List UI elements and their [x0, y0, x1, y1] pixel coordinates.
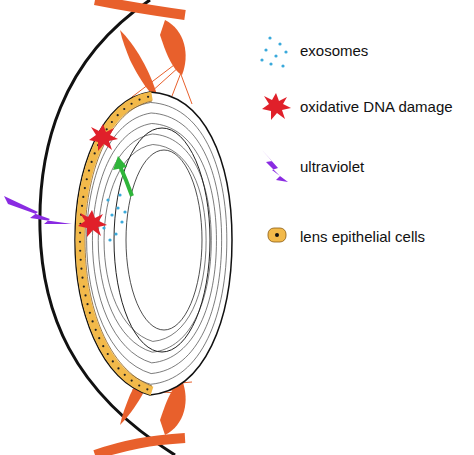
epithelial-nucleus	[91, 320, 93, 322]
epithelial-nucleus	[112, 360, 114, 362]
epithelial-nucleus	[147, 96, 149, 98]
epithelial-nucleus	[84, 294, 86, 296]
epithelial-layer	[80, 96, 152, 391]
legend-uv-symbol	[262, 150, 288, 182]
epithelial-nucleus	[111, 121, 113, 123]
epithelial-nucleus	[86, 178, 88, 180]
guide-path	[80, 96, 152, 391]
epithelial-nucleus	[94, 152, 96, 154]
epithelial-nucleus	[131, 380, 133, 382]
epithelial-nucleus	[81, 205, 83, 207]
dna-damage-star	[89, 124, 118, 151]
epithelial-nucleus	[117, 114, 119, 116]
epithelial-nucleus	[80, 268, 82, 270]
epithelial-nucleus	[79, 232, 81, 234]
lens	[75, 92, 232, 395]
legend-item: lens epithelial cells	[300, 228, 425, 246]
sclera-band	[95, 438, 185, 455]
legend-item: exosomes	[300, 42, 368, 60]
epithelial-layer-edge	[85, 101, 152, 386]
epithelial-nucleus	[80, 259, 82, 261]
legend-item: oxidative DNA damage	[300, 98, 453, 116]
dna-damage-star	[78, 210, 107, 237]
epithelial-nucleus	[82, 196, 84, 198]
iris	[120, 30, 158, 98]
lens-nucleus	[126, 150, 202, 330]
epithelial-nucleus	[89, 312, 91, 314]
transfer-arrowhead	[113, 156, 127, 170]
epithelial-nucleus	[79, 241, 81, 243]
epithelial-nucleus	[106, 128, 108, 130]
legend-damage-symbol	[262, 93, 291, 120]
legend-label: lens epithelial cells	[300, 228, 425, 246]
legend-label: oxidative DNA damage	[300, 98, 453, 116]
lens-nucleus	[114, 128, 210, 352]
epithelial-nucleus	[138, 384, 140, 386]
epithelial-nucleus	[84, 187, 86, 189]
transfer-arrow	[120, 166, 132, 196]
epithelial-nucleus	[86, 303, 88, 305]
legend-label: exosomes	[300, 42, 368, 60]
ciliary-body	[160, 20, 186, 75]
epithelial-nucleus	[130, 103, 132, 105]
lens-fiber-contour	[87, 113, 222, 374]
epithelial-nucleus	[98, 337, 100, 339]
epithelial-nucleus	[95, 329, 97, 331]
lens-fiber-contour	[92, 124, 216, 363]
exosome-dots	[102, 193, 126, 241]
uv-bolt	[4, 196, 72, 224]
lens-fiber-contour	[104, 145, 206, 342]
epithelial-nucleus	[83, 285, 85, 287]
sclera-band	[95, 0, 185, 15]
legend-cell-symbol	[268, 228, 286, 242]
epithelial-nucleus	[123, 108, 125, 110]
epithelial-nucleus	[107, 353, 109, 355]
legend-label: ultraviolet	[300, 158, 364, 176]
legend-item: ultraviolet	[300, 158, 364, 176]
legend-cell-nucleus	[275, 233, 279, 237]
epithelial-nucleus	[81, 277, 83, 279]
epithelial-nucleus	[91, 161, 93, 163]
lens-fiber-contour	[98, 134, 211, 352]
legend-exosome-symbol	[260, 36, 287, 67]
epithelial-nucleus	[138, 99, 140, 101]
epithelial-nucleus	[79, 250, 81, 252]
epithelial-nucleus	[124, 374, 126, 376]
epithelial-nucleus	[102, 345, 104, 347]
epithelial-nucleus	[117, 367, 119, 369]
epithelial-nucleus	[88, 169, 90, 171]
epithelial-nucleus	[146, 388, 148, 390]
